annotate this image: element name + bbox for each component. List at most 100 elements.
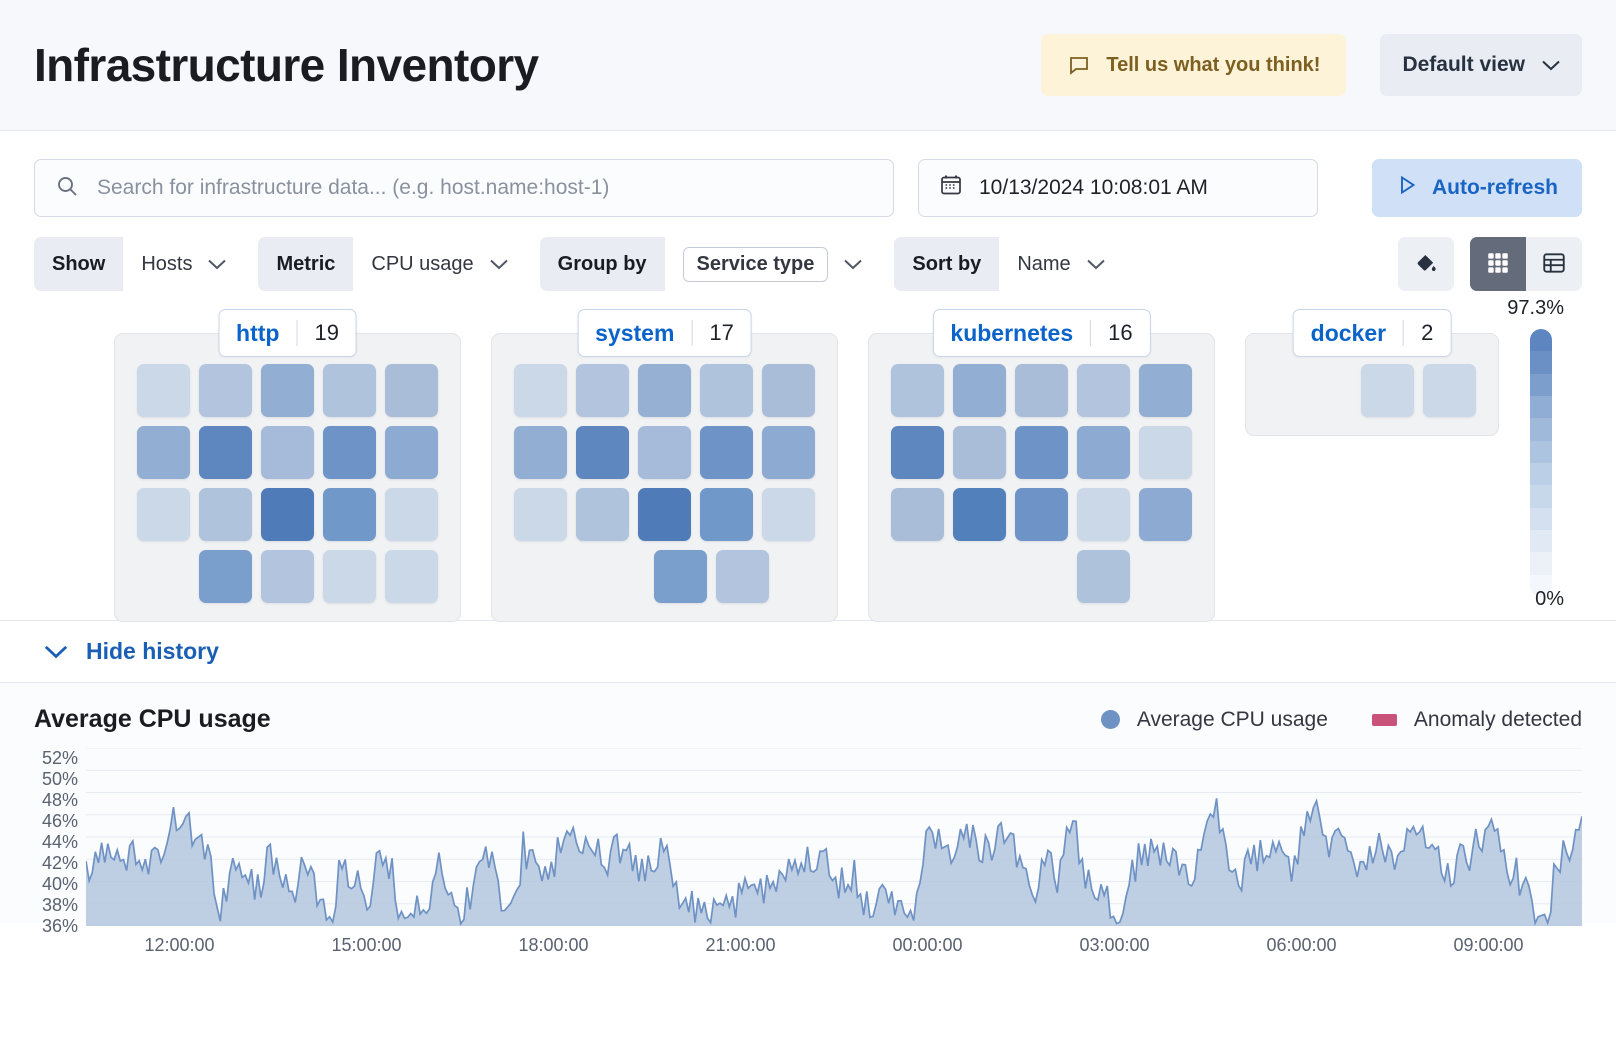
search-row: 10/13/2024 10:08:01 AM Auto-refresh [34, 159, 1582, 217]
waffle-cell[interactable] [1015, 364, 1068, 417]
y-axis: 52%50%48%46%44%42%40%38%36% [34, 748, 86, 936]
waffle-cell[interactable] [700, 364, 753, 417]
waffle-cell[interactable] [385, 550, 438, 603]
default-view-label: Default view [1402, 53, 1525, 76]
waffle-cell[interactable] [1423, 364, 1476, 417]
waffle-cell[interactable] [1139, 426, 1192, 479]
waffle-cell[interactable] [700, 488, 753, 541]
waffle-cell[interactable] [762, 488, 815, 541]
waffle-cell[interactable] [953, 364, 1006, 417]
waffle-cell[interactable] [715, 550, 769, 603]
auto-refresh-button[interactable]: Auto-refresh [1371, 159, 1582, 217]
default-view-selector[interactable]: Default view [1380, 34, 1582, 96]
waffle-cell[interactable] [137, 488, 190, 541]
waffle-cell[interactable] [323, 364, 376, 417]
waffle-cell[interactable] [576, 488, 629, 541]
filter-group-by-value[interactable]: Service type [664, 237, 881, 291]
waffle-cell[interactable] [1077, 426, 1130, 479]
search-input[interactable] [95, 175, 873, 201]
waffle-cell[interactable] [953, 488, 1006, 541]
feedback-button[interactable]: Tell us what you think! [1041, 34, 1347, 96]
waffle-cell[interactable] [261, 488, 314, 541]
filter-row: Show Hosts Metric CPU usage Group by Ser… [34, 237, 1582, 291]
waffle-cell[interactable] [261, 550, 314, 603]
chip-divider [296, 320, 298, 346]
waffle-cell[interactable] [137, 364, 190, 417]
date-picker[interactable]: 10/13/2024 10:08:01 AM [918, 159, 1318, 217]
legend-step [1530, 351, 1552, 374]
filter-sort-by-value[interactable]: Name [999, 237, 1123, 291]
waffle-cell[interactable] [323, 426, 376, 479]
filter-metric-value[interactable]: CPU usage [353, 237, 526, 291]
waffle-row [891, 550, 1192, 603]
waffle-cell[interactable] [891, 488, 944, 541]
group-count: 17 [709, 320, 734, 345]
waffle-cell[interactable] [1077, 550, 1130, 603]
filter-show-value[interactable]: Hosts [123, 237, 245, 291]
filter-metric-label: Metric [258, 237, 354, 291]
y-tick-label: 46% [41, 811, 78, 831]
chip-divider [1090, 320, 1092, 346]
color-fill-icon-button[interactable] [1398, 237, 1454, 291]
series-line [86, 798, 1582, 923]
x-tick-label: 18:00:00 [518, 935, 589, 955]
table-view-button[interactable] [1526, 237, 1582, 291]
waffle-cell[interactable] [199, 550, 252, 603]
waffle-cell[interactable] [199, 364, 252, 417]
waffle-cell[interactable] [891, 364, 944, 417]
waffle-cell[interactable] [638, 488, 691, 541]
waffle-cell[interactable] [762, 364, 815, 417]
waffle-cell[interactable] [1077, 364, 1130, 417]
legend-step [1530, 395, 1552, 419]
waffle-cell[interactable] [514, 488, 567, 541]
y-tick-label: 38% [41, 895, 78, 915]
waffle-cell[interactable] [261, 364, 314, 417]
waffle-cell[interactable] [1015, 488, 1068, 541]
plot-area[interactable] [86, 748, 1582, 926]
waffle-cell[interactable] [762, 426, 815, 479]
y-tick-label: 48% [41, 790, 78, 810]
waffle-cell[interactable] [576, 426, 629, 479]
waffle-cell[interactable] [323, 550, 376, 603]
feedback-button-label: Tell us what you think! [1106, 53, 1321, 76]
group-count: 19 [314, 320, 339, 345]
waffle-cell[interactable] [700, 426, 753, 479]
legend-item-anomaly-detected[interactable]: Anomaly detected [1371, 708, 1582, 732]
waffle-cell[interactable] [1139, 364, 1192, 417]
waffle-cell[interactable] [199, 426, 252, 479]
waffle-cell[interactable] [1077, 488, 1130, 541]
waffle-cell[interactable] [638, 426, 691, 479]
x-tick-label: 12:00:00 [144, 935, 215, 955]
hide-history-toggle[interactable]: Hide history [0, 621, 1616, 683]
waffle-cell[interactable] [953, 426, 1006, 479]
legend-square-icon [1371, 713, 1397, 726]
waffle-cell[interactable] [137, 426, 190, 479]
waffle-cell[interactable] [891, 426, 944, 479]
waffle-cell[interactable] [385, 488, 438, 541]
x-tick-label: 03:00:00 [1079, 935, 1150, 955]
waffle-cell[interactable] [514, 364, 567, 417]
waffle-cell[interactable] [1139, 488, 1192, 541]
x-tick-label: 00:00:00 [892, 935, 963, 955]
grid-view-button[interactable] [1470, 237, 1526, 291]
waffle-cell[interactable] [576, 364, 629, 417]
waffle-cell[interactable] [323, 488, 376, 541]
waffle-cell[interactable] [1015, 426, 1068, 479]
y-tick-label: 50% [41, 769, 78, 789]
waffle-cell[interactable] [653, 550, 707, 603]
waffle-cell[interactable] [385, 364, 438, 417]
legend-item-average-cpu-usage[interactable]: Average CPU usage [1100, 708, 1328, 732]
waffle-cell[interactable] [261, 426, 314, 479]
waffle-cell[interactable] [514, 426, 567, 479]
waffle-cell[interactable] [385, 426, 438, 479]
waffle-cell[interactable] [1361, 364, 1414, 417]
search-box[interactable] [34, 159, 894, 217]
waffle-cell[interactable] [638, 364, 691, 417]
waffle-cell[interactable] [199, 488, 252, 541]
